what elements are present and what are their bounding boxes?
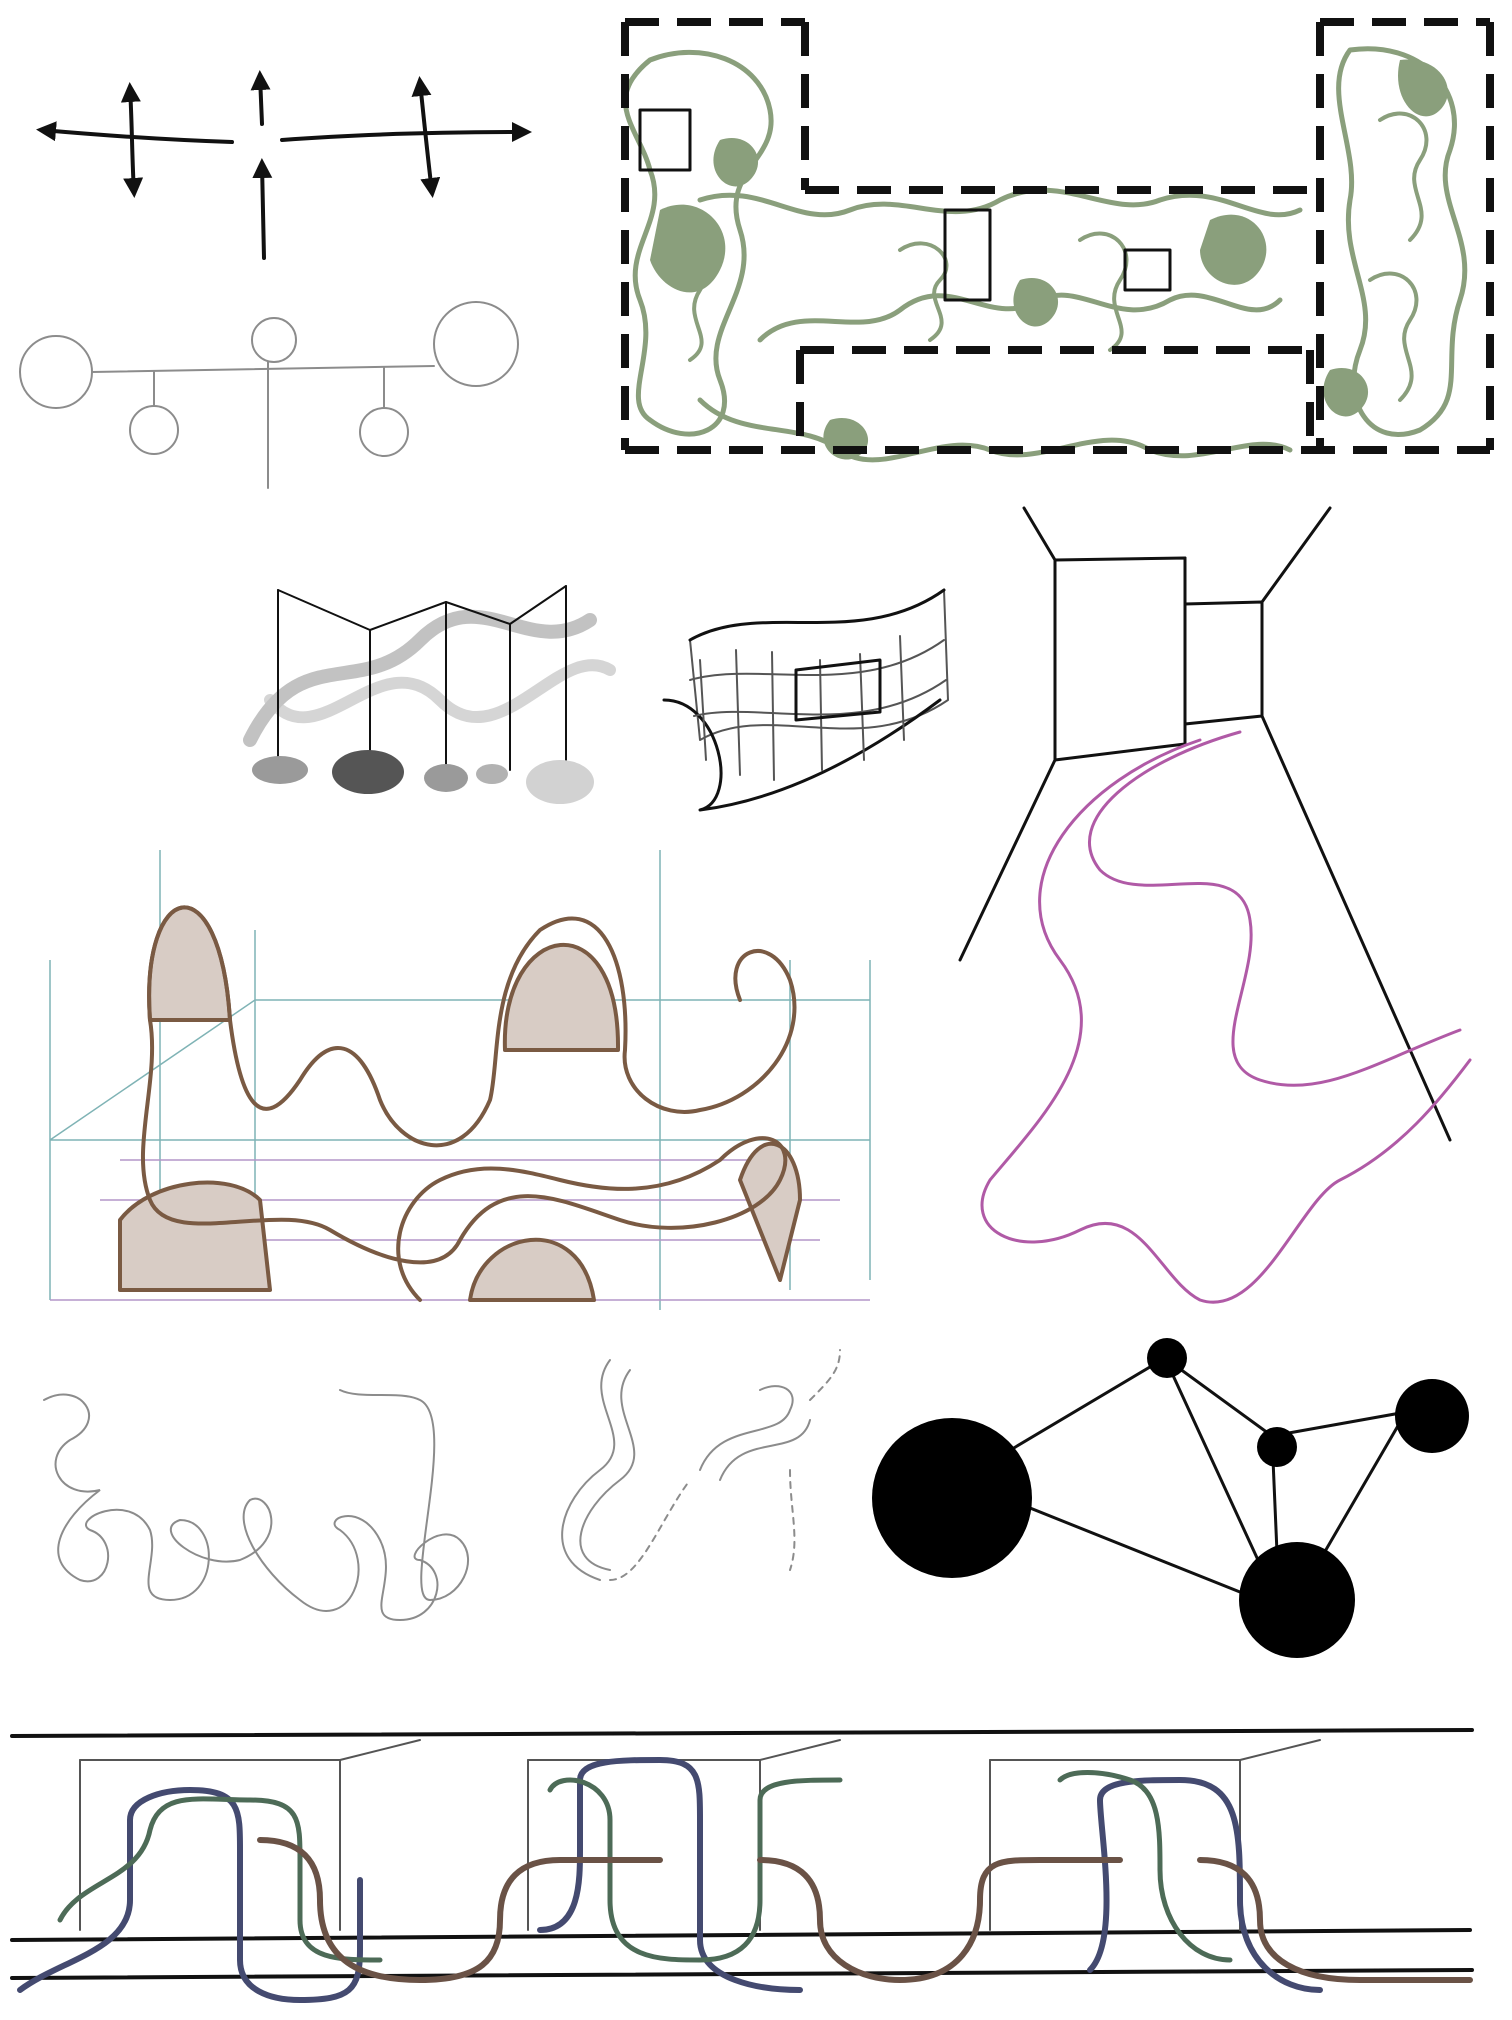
curved-grid-panel (664, 590, 948, 810)
tangled-curly-line (44, 1390, 468, 1620)
folding-screen-waves (250, 586, 610, 804)
node-lower-right (360, 408, 408, 456)
sage-blob-floorplan (625, 22, 1490, 460)
node-lower-left (130, 406, 178, 454)
circle-node-network (20, 302, 518, 488)
dashed-curves (562, 1350, 840, 1580)
node-large-right (434, 302, 518, 386)
bubble-large-bottom (1239, 1542, 1355, 1658)
node-top (252, 318, 296, 362)
bubble-large-left (872, 1418, 1032, 1578)
bubble-right (1395, 1379, 1469, 1453)
node-large-left (20, 336, 92, 408)
bubble-top (1147, 1338, 1187, 1378)
bubble-mid (1257, 1427, 1297, 1467)
rhythm-boxes-strip (12, 1730, 1472, 2000)
black-bubble-network (872, 1338, 1469, 1658)
axes-arrows-sketch (42, 76, 526, 258)
perspective-room-flow (960, 508, 1470, 1302)
brown-loop-3d-frame (50, 850, 870, 1310)
